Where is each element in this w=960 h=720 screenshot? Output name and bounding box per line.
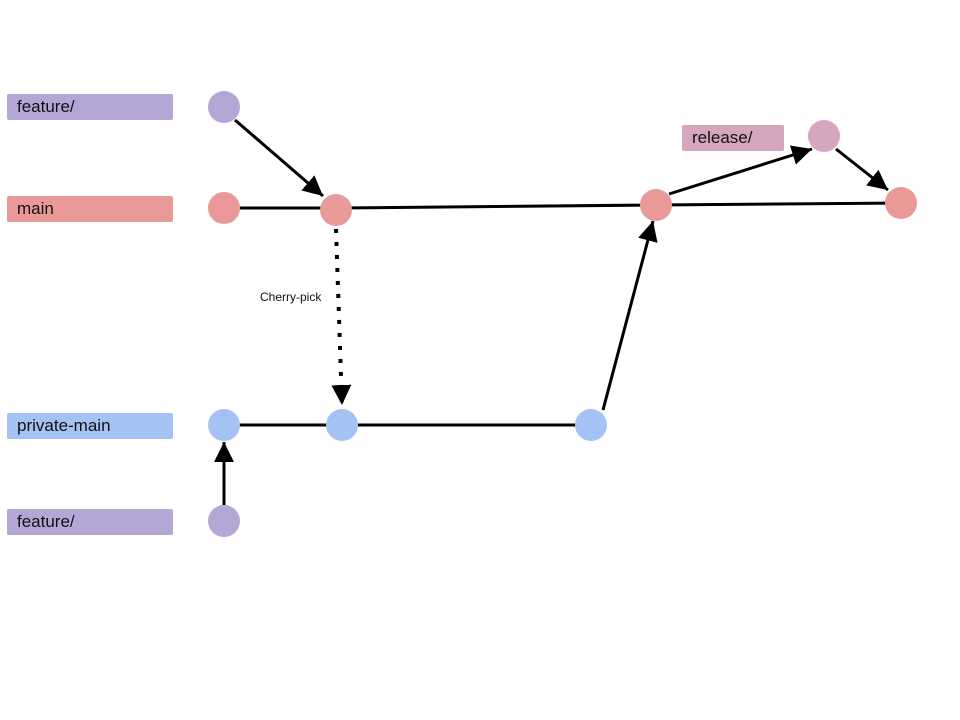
branch-label-release: release/	[682, 125, 784, 151]
arrow-main-to-release	[668, 145, 813, 196]
commit-node-feature-bottom	[208, 505, 240, 537]
commit-node-main-3	[640, 189, 672, 221]
arrow-cherry-pick	[331, 228, 352, 406]
commit-node-private-main-3	[575, 409, 607, 441]
commit-node-main-1	[208, 192, 240, 224]
commit-node-main-2	[320, 194, 352, 226]
commit-node-private-main-2	[326, 409, 358, 441]
branch-label-private-main: private-main	[7, 413, 173, 439]
commit-node-private-main-1	[208, 409, 240, 441]
branch-label-feature-top: feature/	[7, 94, 173, 120]
main-edge-3	[655, 201, 902, 207]
commit-node-release	[808, 120, 840, 152]
branch-label-main: main	[7, 196, 173, 222]
commit-node-main-4	[885, 187, 917, 219]
commit-node-feature-top	[208, 91, 240, 123]
main-edge-2	[335, 203, 657, 210]
branch-label-feature-bottom: feature/	[7, 509, 173, 535]
arrow-release-to-main	[835, 147, 889, 192]
arrow-feature-to-main	[234, 118, 324, 198]
cherry-pick-label: Cherry-pick	[260, 290, 322, 304]
arrow-private-main-to-main	[601, 220, 658, 411]
